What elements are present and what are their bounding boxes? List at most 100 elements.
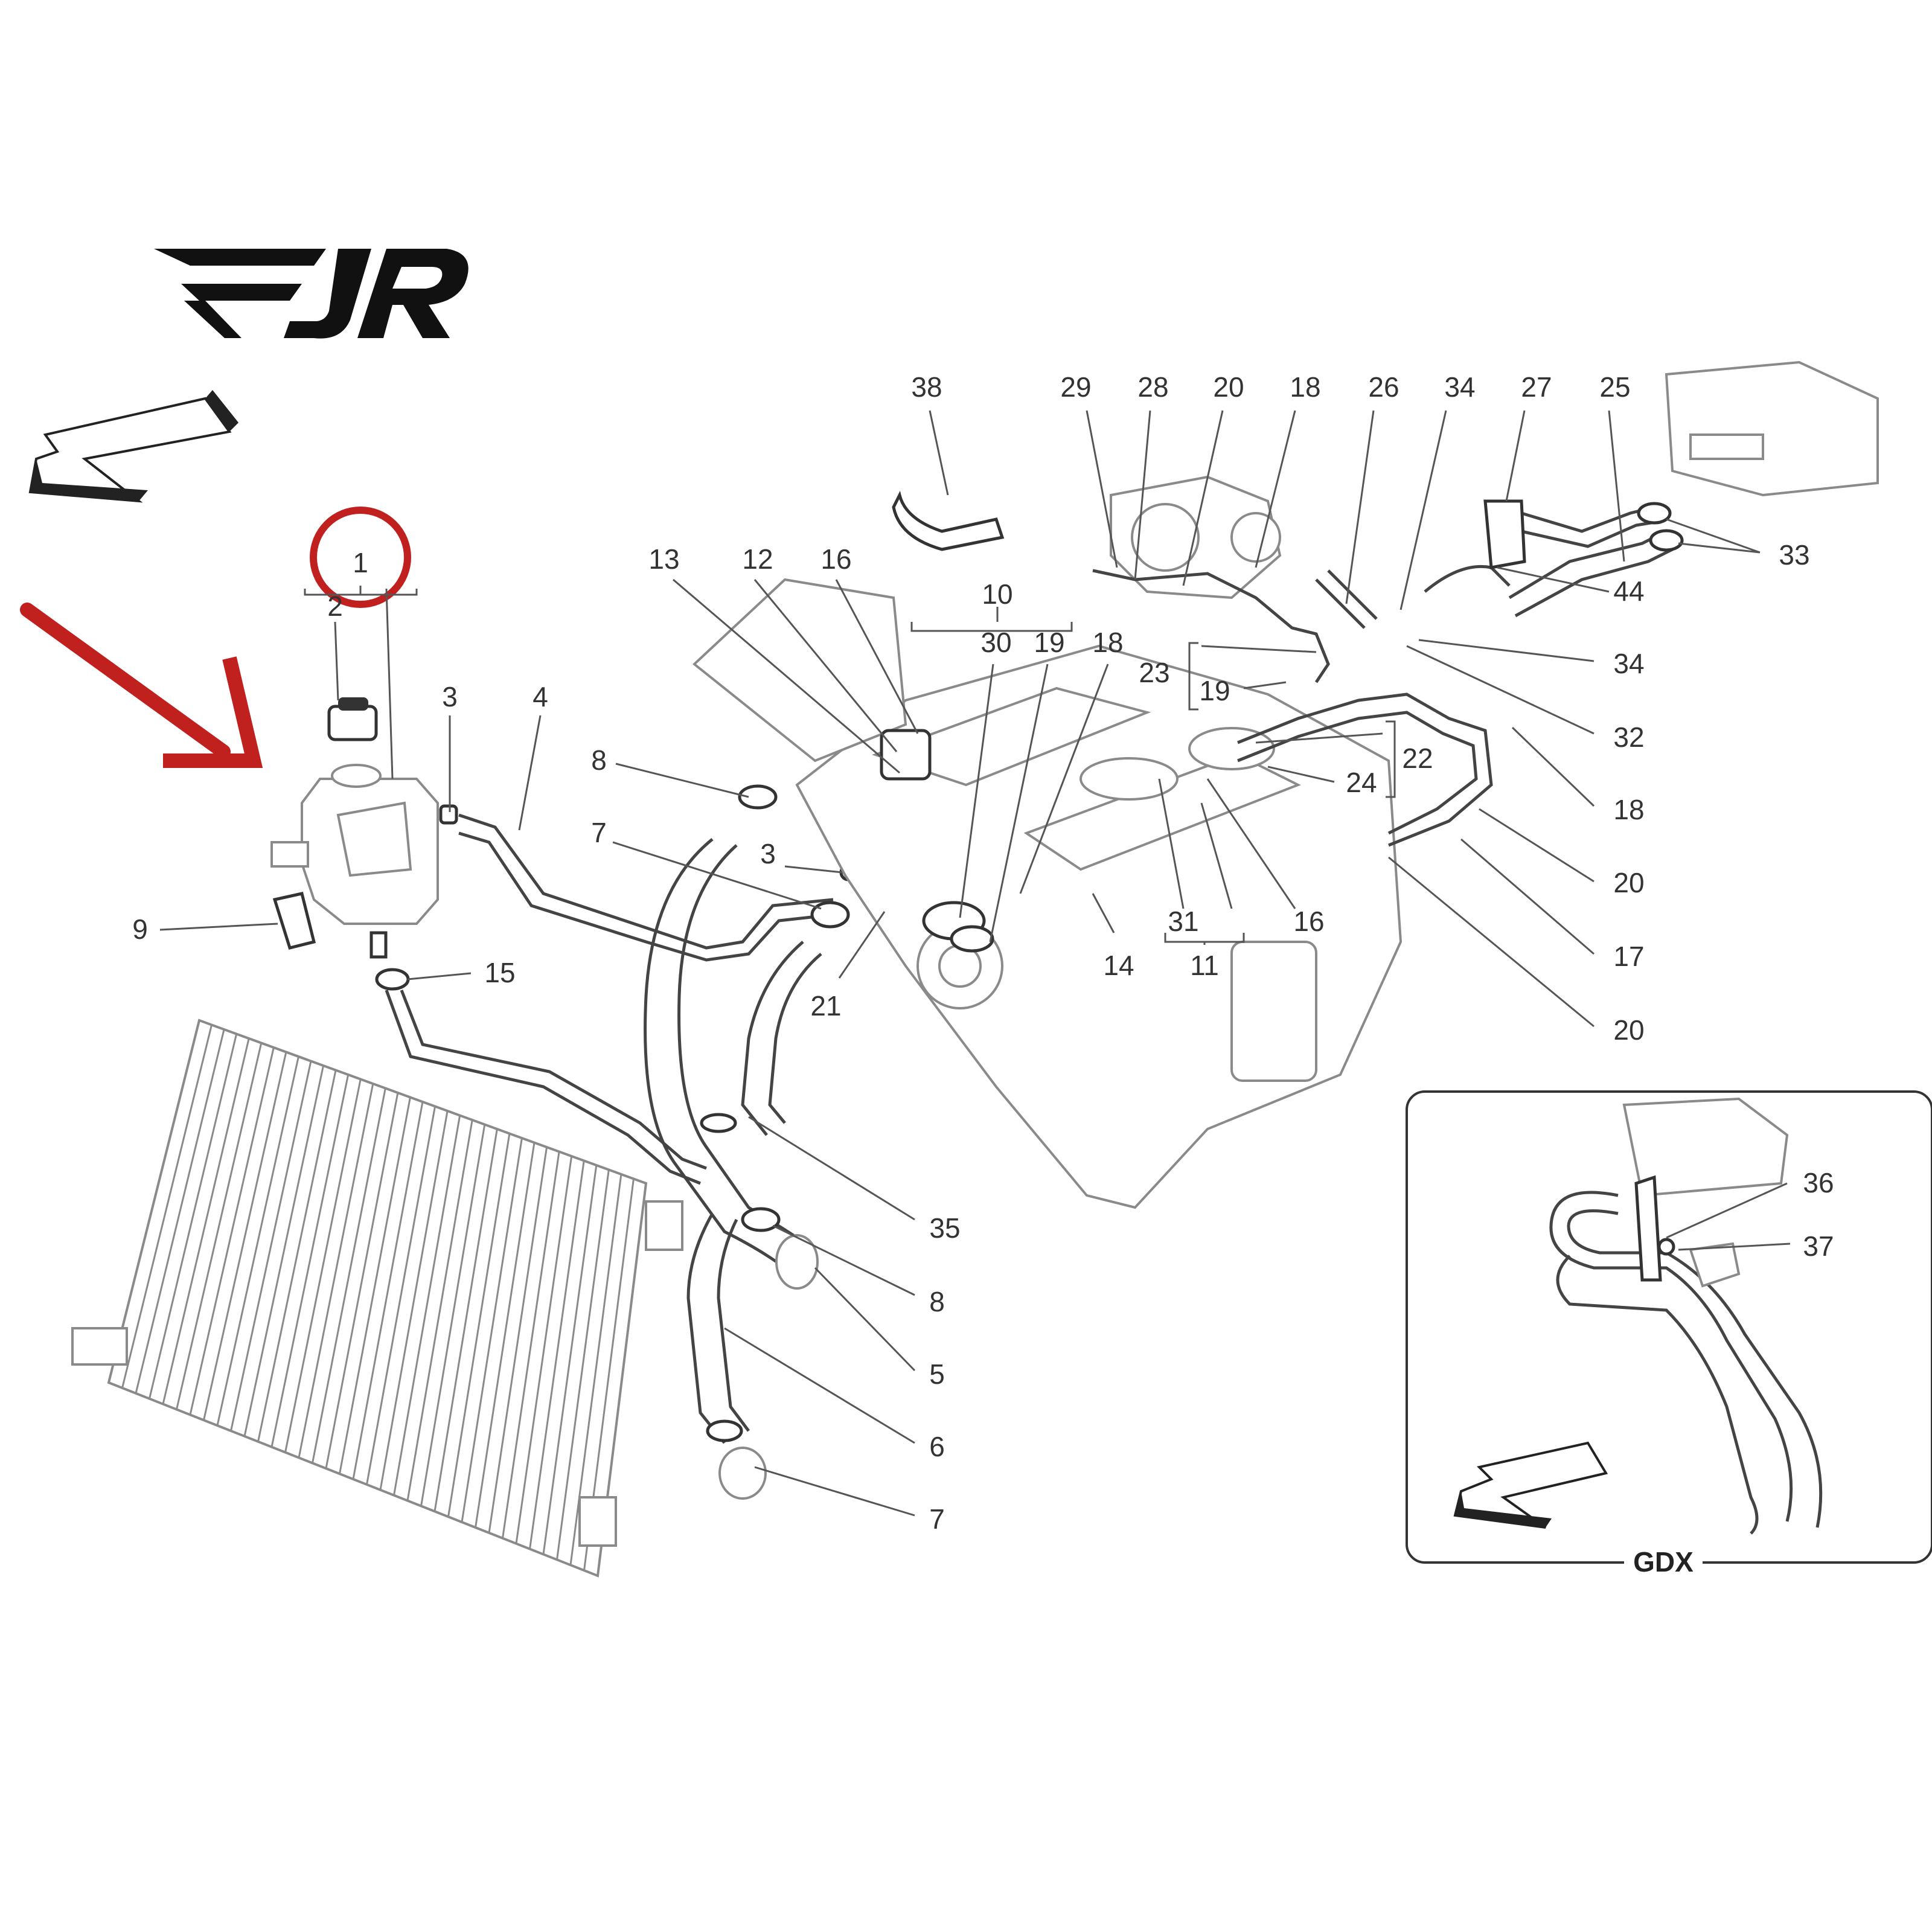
radiator-fin (433, 1128, 498, 1512)
callout-13: 13 (648, 543, 679, 575)
connector-5 (775, 1234, 819, 1290)
hose-15-inner (400, 990, 707, 1170)
hose-44 (1424, 565, 1511, 593)
expansion-tank (270, 697, 458, 991)
inset-panel (1406, 1090, 1932, 1576)
heater-core (1665, 360, 1879, 497)
callout-20-third: 20 (1613, 1014, 1644, 1046)
callout-5: 5 (929, 1358, 945, 1390)
callout-16: 16 (820, 543, 851, 575)
callout-30: 30 (980, 627, 1011, 658)
hose-5-6 (644, 838, 786, 1270)
callout-4: 4 (533, 681, 548, 712)
callout-32: 32 (1613, 721, 1644, 753)
direction-arrow-icon (28, 390, 238, 503)
clamp-7a (810, 901, 850, 929)
hose-28-29 (1092, 569, 1330, 683)
valve-27 (1483, 499, 1526, 569)
callout-20: 20 (1213, 371, 1244, 403)
radiator-fin (352, 1101, 424, 1480)
radiator-fin (420, 1124, 486, 1506)
callout-19: 19 (1034, 627, 1064, 658)
callout-26: 26 (1368, 371, 1399, 403)
hose-27b (1521, 520, 1655, 548)
callout-31: 31 (1168, 906, 1198, 937)
hose-6 (686, 1212, 726, 1444)
radiator-fin (529, 1160, 585, 1549)
brand-logo (154, 249, 469, 339)
clamp-8a (738, 784, 778, 810)
callout-16-second: 16 (1293, 906, 1324, 937)
hose-26b (1327, 569, 1378, 620)
callout-3: 3 (442, 681, 458, 712)
hose-7 (741, 941, 804, 1136)
callout-14: 14 (1103, 950, 1134, 981)
callout-3-second: 3 (760, 838, 776, 869)
inset-direction-arrow-icon (1453, 1441, 1608, 1529)
radiator-fin (339, 1097, 411, 1474)
callout-10: 10 (982, 578, 1012, 610)
radiator-fin (379, 1110, 449, 1491)
hose-7-inner (768, 953, 822, 1124)
hose-38 (892, 490, 1005, 551)
callout-7-second: 7 (929, 1503, 945, 1535)
hose-6-inner (717, 1218, 750, 1432)
hose-25b (1514, 548, 1674, 618)
clamp-33a (1637, 502, 1672, 525)
callout-1: 1 (353, 547, 368, 578)
callout-37: 37 (1803, 1230, 1834, 1262)
radiator-fin (243, 1065, 325, 1437)
clamp-35 (700, 1113, 737, 1133)
callout-25: 25 (1599, 371, 1630, 403)
radiator-fin (515, 1156, 573, 1544)
radiator-fin (149, 1034, 238, 1399)
connector-7b (718, 1447, 767, 1500)
callout-8: 8 (591, 744, 607, 776)
callout-8-second: 8 (929, 1286, 945, 1317)
callout-6: 6 (929, 1431, 945, 1462)
hose-26 (1315, 578, 1366, 629)
callout-21: 21 (810, 990, 841, 1022)
callout-15: 15 (484, 957, 515, 988)
turbocharger (1110, 475, 1282, 600)
radiator-fin (270, 1074, 350, 1447)
radiator-fin (284, 1079, 362, 1453)
hose-22-inner (1237, 711, 1478, 835)
callout-44: 44 (1613, 575, 1644, 607)
radiator-fin (542, 1165, 598, 1555)
callout-11: 11 (1190, 950, 1219, 981)
callout-18: 18 (1092, 627, 1123, 658)
hose-4-inner (458, 831, 834, 962)
callout-22: 22 (1402, 743, 1433, 774)
radiator-fin (203, 1052, 287, 1421)
radiator-fin (447, 1133, 511, 1517)
radiator-fin (257, 1070, 337, 1442)
radiator-fin (475, 1142, 536, 1528)
leader-lines (159, 410, 1791, 1517)
callout-36: 36 (1803, 1167, 1834, 1198)
hose-15 (385, 990, 701, 1185)
callout-38: 38 (911, 371, 942, 403)
callout-19-second: 19 (1199, 675, 1230, 706)
clamp-7b (706, 1419, 743, 1442)
callout-24: 24 (1346, 767, 1377, 798)
callout-29: 29 (1060, 371, 1091, 403)
radiator-fin (298, 1083, 374, 1458)
callout-34-second: 34 (1613, 648, 1644, 679)
callout-7: 7 (591, 817, 607, 848)
callout-28: 28 (1137, 371, 1168, 403)
callout-27: 27 (1521, 371, 1552, 403)
highlight-arrow-icon (20, 603, 263, 768)
radiator-fin (502, 1151, 560, 1538)
callout-18-second: 18 (1290, 371, 1320, 403)
hose-4 (458, 813, 834, 950)
callout-12: 12 (742, 543, 773, 575)
callout-33: 33 (1779, 539, 1809, 571)
radiator-fin (121, 1025, 213, 1389)
radiator-fin (406, 1119, 473, 1501)
callout-17: 17 (1613, 941, 1644, 972)
radiator-fin (556, 1169, 610, 1560)
radiator-fin (230, 1061, 312, 1431)
hose-22 (1237, 693, 1493, 847)
